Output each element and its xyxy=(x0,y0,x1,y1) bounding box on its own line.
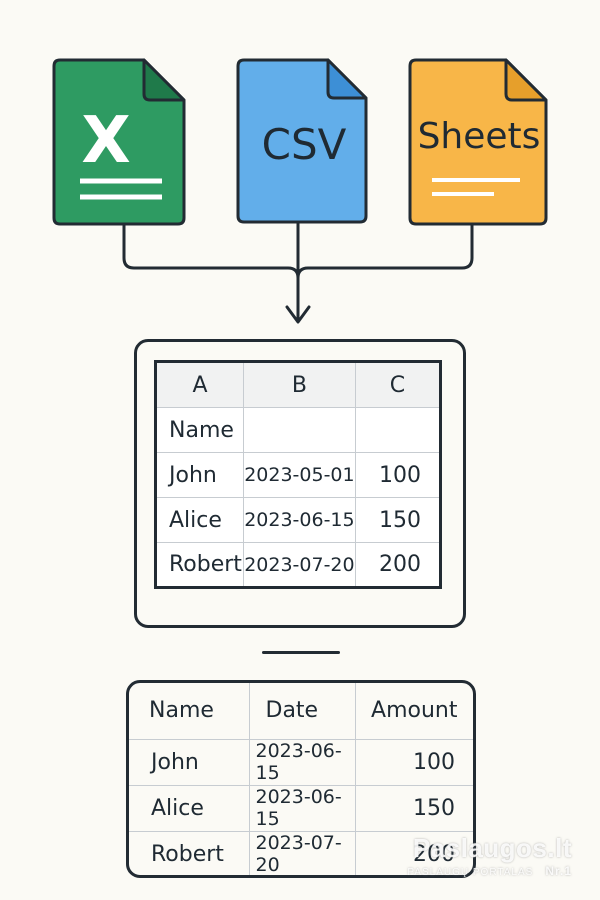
cell-a3[interactable]: Alice xyxy=(155,497,244,543)
cell-c3[interactable]: 150 xyxy=(354,497,442,543)
result-header-row: Name Date Amount xyxy=(129,683,473,740)
column-header-row: A B C xyxy=(155,361,442,408)
watermark-brand: Paslaugos.lt xyxy=(412,833,572,863)
cell-b4[interactable]: 2023-07-20 xyxy=(242,542,356,588)
result-header-name[interactable]: Name xyxy=(129,683,250,740)
table-row: Alice 2023-06-15 150 xyxy=(155,497,442,543)
result-table: Name Date Amount John 2023-06-15 100 Ali… xyxy=(129,683,473,875)
table-row: John 2023-06-15 100 xyxy=(129,738,473,786)
csv-file-icon xyxy=(236,58,368,224)
table-row: Robert 2023-07-20 200 xyxy=(155,542,442,588)
result-cell-date[interactable]: 2023-06-15 xyxy=(248,784,356,832)
column-header-c[interactable]: C xyxy=(354,361,442,408)
connector-excel xyxy=(122,222,300,320)
result-cell-name[interactable]: John xyxy=(129,738,250,786)
watermark-logo: Paslaugos.lt PASLAUGŲ PORTALAS Nr.1 xyxy=(407,833,572,878)
cell-a1[interactable]: Name xyxy=(155,407,244,453)
result-table-frame: Name Date Amount John 2023-06-15 100 Ali… xyxy=(126,680,476,878)
result-cell-date[interactable]: 2023-06-15 xyxy=(248,738,356,786)
table-row: Name xyxy=(155,407,442,453)
table-row: John 2023-05-01 100 xyxy=(155,452,442,498)
column-header-a[interactable]: A xyxy=(155,361,244,408)
watermark-tagline: PASLAUGŲ PORTALAS Nr.1 xyxy=(407,864,572,878)
cell-c1[interactable] xyxy=(354,407,442,453)
result-header-amount[interactable]: Amount xyxy=(354,683,473,740)
cell-b3[interactable]: 2023-06-15 xyxy=(242,497,356,543)
result-cell-amount[interactable]: 100 xyxy=(354,738,473,786)
sheets-file[interactable]: Sheets xyxy=(408,56,550,228)
csv-file[interactable]: CSV xyxy=(236,56,372,228)
column-header-b[interactable]: B xyxy=(242,361,356,408)
cell-b2[interactable]: 2023-05-01 xyxy=(242,452,356,498)
excel-file[interactable]: X xyxy=(52,56,188,228)
divider-line xyxy=(262,651,340,654)
result-cell-amount[interactable]: 200 xyxy=(354,830,473,875)
table-row: Alice 2023-06-15 150 xyxy=(129,784,473,832)
sheets-file-icon xyxy=(408,58,548,226)
cell-a2[interactable]: John xyxy=(155,452,244,498)
arrow-head-icon xyxy=(285,305,311,324)
connector-sheets xyxy=(296,222,474,280)
sheets-file-label: Sheets xyxy=(417,116,541,157)
cell-c2[interactable]: 100 xyxy=(354,452,442,498)
cell-c4[interactable]: 200 xyxy=(354,542,442,588)
table-row: Robert 2023-07-20 200 xyxy=(129,830,473,875)
excel-file-icon xyxy=(52,58,186,226)
result-cell-name[interactable]: Robert xyxy=(129,830,250,875)
cell-b1[interactable] xyxy=(242,407,356,453)
excel-file-label: X xyxy=(81,104,131,178)
watermark-rank: Nr.1 xyxy=(545,864,572,878)
result-cell-amount[interactable]: 150 xyxy=(354,784,473,832)
result-cell-name[interactable]: Alice xyxy=(129,784,250,832)
watermark-tagline-text: PASLAUGŲ PORTALAS xyxy=(407,867,534,878)
spreadsheet-grid: A B C Name John 2023-05-01 100 Alice 202… xyxy=(154,360,442,589)
cell-a4[interactable]: Robert xyxy=(155,542,244,588)
result-cell-date[interactable]: 2023-07-20 xyxy=(248,830,356,875)
csv-file-label: CSV xyxy=(261,120,347,169)
result-header-date[interactable]: Date xyxy=(248,683,356,740)
